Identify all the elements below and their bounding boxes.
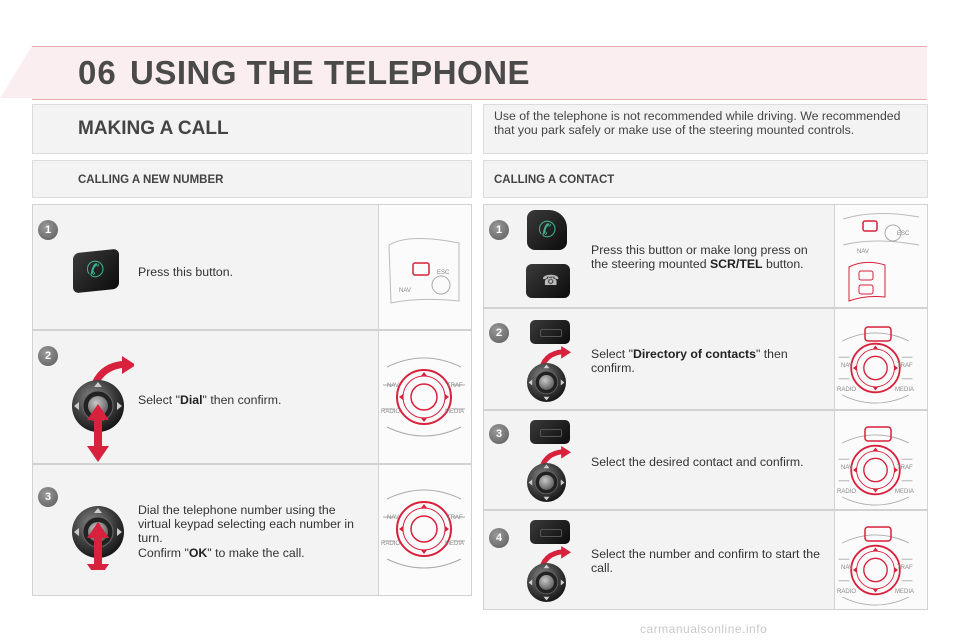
menu-label-dial: Dial xyxy=(179,393,203,407)
thumb-label-traf: TRAF xyxy=(897,363,913,369)
right-step-3-text: Select the desired contact and confirm. xyxy=(591,455,804,469)
right-step-2-text: Select "Directory of contacts" then conf… xyxy=(591,347,788,375)
thumb-label-radio: RADIO xyxy=(837,387,856,393)
thumb-label-nav: NAV xyxy=(841,363,853,369)
thumb-label-nav: NAV xyxy=(841,465,853,471)
thumb-label-radio: RADIO xyxy=(837,589,856,595)
menu-label-ok: OK xyxy=(188,546,208,560)
rotary-knob-icon xyxy=(526,546,576,603)
thumb-label-traf: TRAF xyxy=(447,383,463,389)
thumb-label-radio: RADIO xyxy=(837,489,856,495)
dial-thumbnail: NAV TRAF RADIO MEDIA xyxy=(834,411,927,509)
left-step-3-text: Dial the telephone number using the virt… xyxy=(138,503,355,545)
step-number-badge: 3 xyxy=(38,487,58,507)
rotary-knob-icon xyxy=(526,446,576,503)
menu-button-icon xyxy=(530,420,570,444)
subsection-bar-new-number xyxy=(32,160,472,198)
thumb-label-media: MEDIA xyxy=(895,589,914,595)
rotary-knob-icon xyxy=(71,356,134,462)
step-number-badge: 1 xyxy=(38,220,58,240)
subsection-title-contact: CALLING A CONTACT xyxy=(494,174,615,186)
left-step-3: NAV TRAF RADIO MEDIA xyxy=(32,464,472,596)
thumb-label-traf: TRAF xyxy=(897,565,913,571)
right-step-4-text: Select the number and confirm to start t… xyxy=(591,547,820,575)
left-step-3-confirm: Confirm "OK" to make the call. xyxy=(138,546,305,560)
step-number-badge: 3 xyxy=(489,424,509,444)
phone-icon: ✆ xyxy=(86,257,105,282)
steering-wheel-thumbnail: ESC NAV xyxy=(378,205,471,329)
page-title: USING THE TELEPHONE xyxy=(130,54,531,91)
section-title-making-call: MAKING A CALL xyxy=(78,118,229,139)
warning-box xyxy=(483,104,928,154)
warning-text: Use of the telephone is not recommended … xyxy=(494,109,901,137)
step-number-badge: 2 xyxy=(38,346,58,366)
dial-thumbnail: NAV TRAF RADIO MEDIA xyxy=(378,465,471,595)
thumb-label-esc: ESC xyxy=(437,270,450,276)
thumb-label-media: MEDIA xyxy=(895,489,914,495)
rotary-knob-icon xyxy=(526,346,576,403)
dial-thumbnail: NAV TRAF RADIO MEDIA xyxy=(834,309,927,409)
button-label-scr-tel: SCR/TEL xyxy=(709,257,763,271)
thumb-label-radio: RADIO xyxy=(381,541,400,547)
header-band xyxy=(32,46,927,100)
left-step-1-text: Press this button. xyxy=(138,265,234,279)
phone-icon: ✆ xyxy=(538,217,557,242)
thumb-label-nav: NAV xyxy=(387,515,399,521)
thumb-label-media: MEDIA xyxy=(445,409,464,415)
step-number-badge: 2 xyxy=(489,323,509,343)
dial-thumbnail: NAV TRAF RADIO MEDIA xyxy=(834,511,927,609)
phone-button-icon xyxy=(527,210,567,250)
thumb-label-media: MEDIA xyxy=(895,387,914,393)
left-step-2-text: Select "Dial" then confirm. xyxy=(138,393,282,407)
step-number-badge: 1 xyxy=(489,220,509,240)
hangup-icon: ☎ xyxy=(542,272,560,288)
dial-thumbnail: NAV TRAF RADIO MEDIA xyxy=(378,331,471,463)
chapter-number: 06 xyxy=(78,54,117,91)
thumb-label-esc: ESC xyxy=(897,231,910,237)
header-corner xyxy=(0,46,32,98)
thumb-label-nav: NAV xyxy=(841,565,853,571)
thumb-label-radio: RADIO xyxy=(381,409,400,415)
thumb-label-traf: TRAF xyxy=(447,515,463,521)
thumb-label-nav: NAV xyxy=(857,249,869,255)
thumb-label-nav: NAV xyxy=(387,383,399,389)
thumb-label-nav: NAV xyxy=(399,288,411,294)
thumb-label-media: MEDIA xyxy=(445,541,464,547)
subsection-title-new-number: CALLING A NEW NUMBER xyxy=(78,174,224,186)
step-number-badge: 4 xyxy=(489,528,509,548)
steering-wheel-thumbnail: ESC NAV xyxy=(834,205,927,307)
watermark: carmanualsonline.info xyxy=(640,622,768,636)
menu-label-directory: Directory of contacts xyxy=(632,347,756,361)
hangup-button-icon xyxy=(526,264,570,298)
rotary-knob-icon xyxy=(71,505,125,570)
thumb-label-traf: TRAF xyxy=(897,465,913,471)
subsection-bar-contact xyxy=(483,160,928,198)
menu-button-icon xyxy=(530,520,570,544)
right-step-1-text: Press this button or make long press on … xyxy=(591,243,808,271)
menu-button-icon xyxy=(530,320,570,344)
section-bar-making-call xyxy=(32,104,472,154)
